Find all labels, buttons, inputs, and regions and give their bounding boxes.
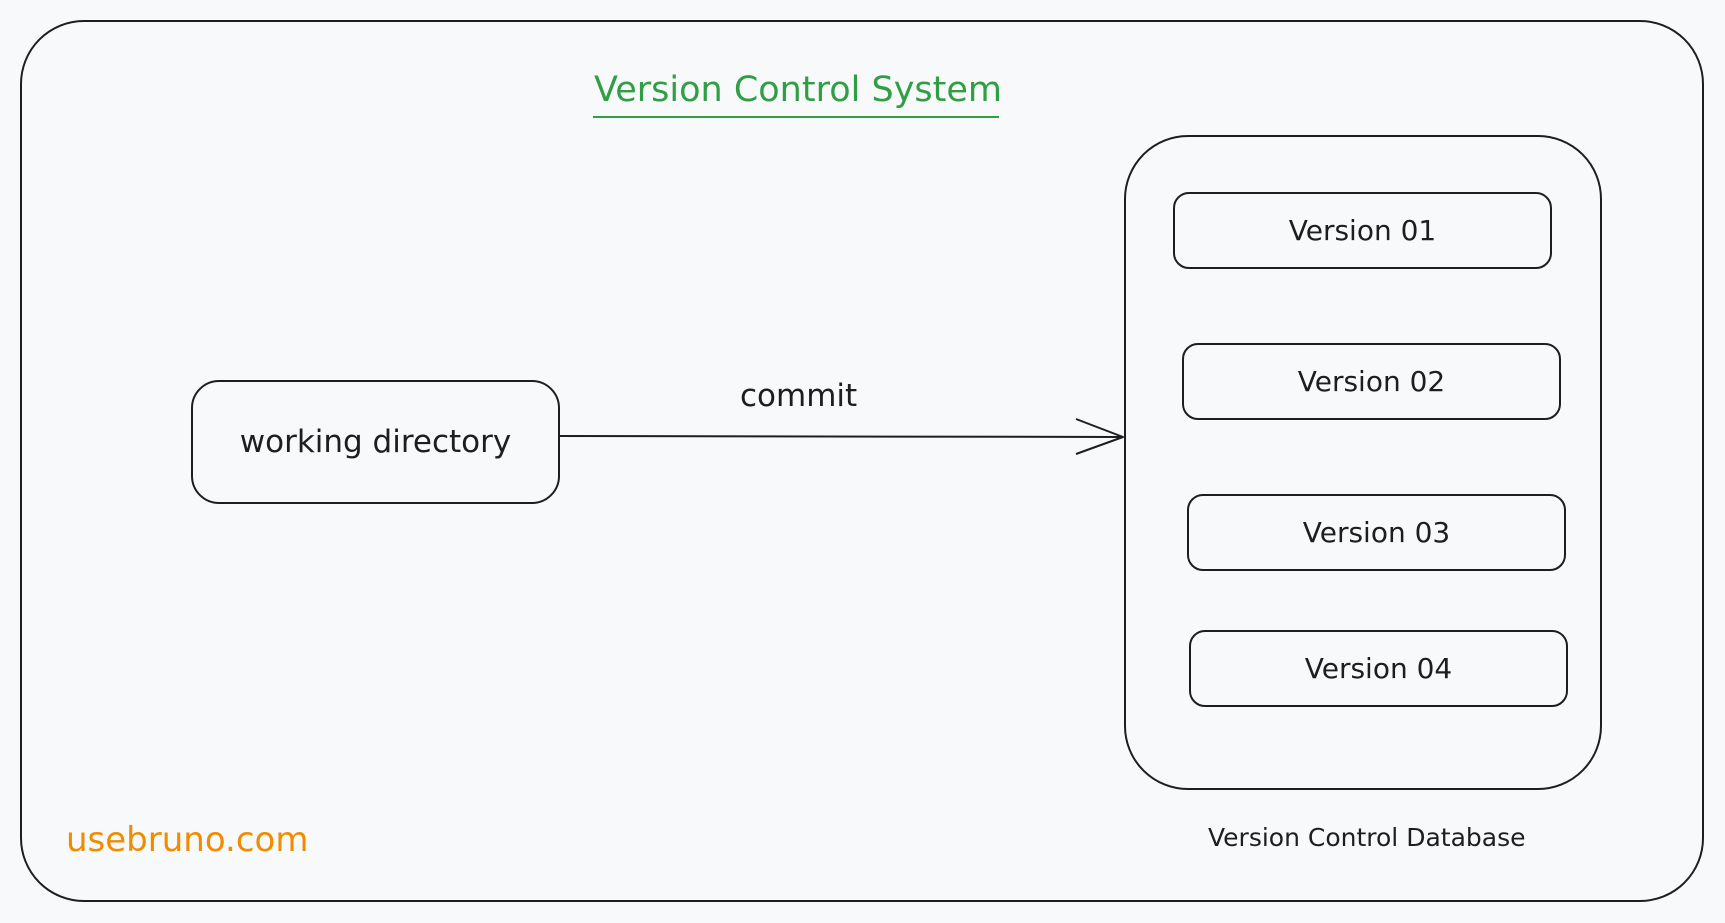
diagram-title: Version Control System [594,70,1002,110]
version-03-label: Version 03 [1302,516,1451,549]
version-02-label: Version 02 [1297,365,1446,398]
outer-frame [20,20,1704,902]
commit-arrow-head [1075,418,1124,455]
version-02-node: Version 02 [1182,343,1561,420]
version-01-node: Version 01 [1173,192,1552,269]
brand-watermark: usebruno.com [66,820,309,860]
version-01-label: Version 01 [1288,214,1437,247]
title-underline [593,116,999,118]
working-directory-node: working directory [191,380,560,504]
version-control-database-container [1124,135,1602,790]
commit-label: commit [740,378,858,414]
database-label: Version Control Database [1208,823,1526,852]
version-04-node: Version 04 [1189,630,1568,707]
version-03-node: Version 03 [1187,494,1566,571]
version-04-label: Version 04 [1304,652,1453,685]
commit-arrow-line [559,435,1124,438]
working-directory-label: working directory [239,424,512,460]
